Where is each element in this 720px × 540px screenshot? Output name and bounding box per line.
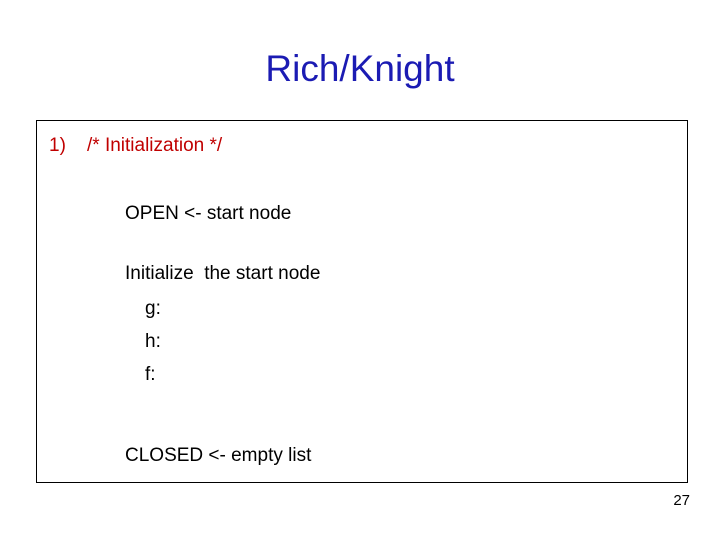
body-line-f: f: [145, 364, 156, 385]
page-number: 27 [673, 492, 690, 509]
list-item-marker: 1) [49, 135, 66, 156]
page-title: Rich/Knight [265, 48, 455, 89]
body-line-g: g: [145, 298, 161, 319]
body-line-h: h: [145, 331, 161, 352]
body-line-open: OPEN <- start node [125, 203, 292, 224]
list-item-label: /* Initialization */ [87, 135, 223, 156]
content-box: 1) /* Initialization */ OPEN <- start no… [36, 120, 688, 483]
list-item: 1) /* Initialization */ [45, 135, 665, 157]
body-line-closed: CLOSED <- empty list [125, 445, 312, 466]
body-line-initialize: Initialize the start node [125, 263, 321, 284]
